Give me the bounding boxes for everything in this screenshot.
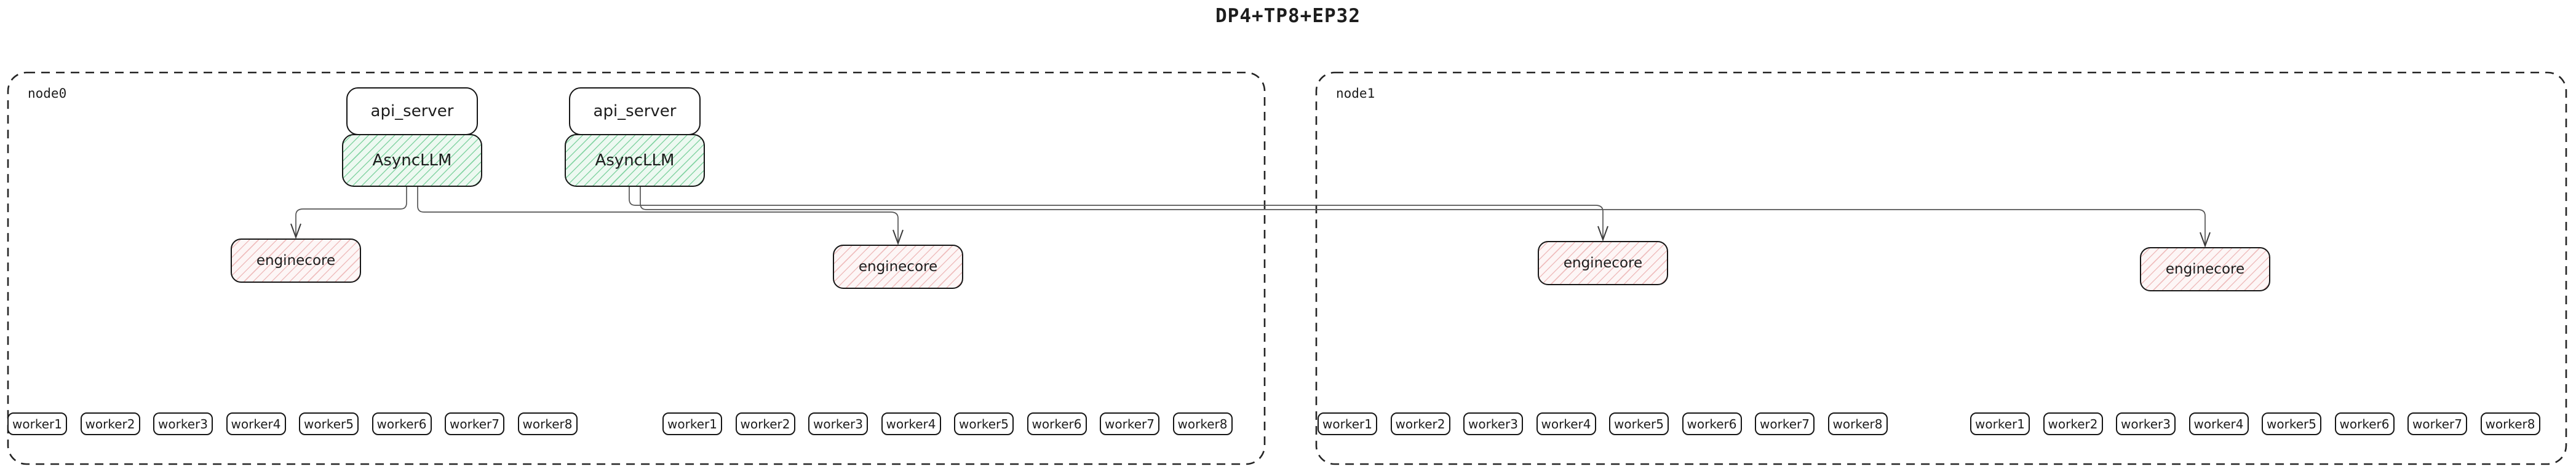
worker-box: worker1 (1318, 412, 1377, 435)
worker-box: worker3 (808, 412, 868, 435)
worker-box: worker3 (153, 412, 213, 435)
node0-label: node0 (28, 86, 67, 101)
edge-line (640, 186, 2206, 245)
worker-box: worker2 (80, 412, 140, 435)
api-server-box: api_server (569, 87, 701, 135)
asyncllm-box: AsyncLLM (342, 134, 482, 187)
worker-box: worker2 (2043, 412, 2103, 435)
worker-box: worker8 (1172, 412, 1233, 435)
worker-box: worker4 (1536, 412, 1596, 435)
arrow-head-icon (1597, 226, 1608, 242)
enginecore-box: enginecore (231, 238, 361, 283)
api-server-box: api_server (346, 87, 478, 135)
worker-box: worker6 (1682, 412, 1742, 435)
asyncllm-box: AsyncLLM (565, 134, 705, 187)
diagram-title: DP4+TP8+EP32 (1215, 5, 1361, 27)
worker-box: worker7 (1100, 412, 1159, 435)
worker-box: worker3 (2116, 412, 2176, 435)
node0-boundary (7, 71, 1266, 465)
arrow-head-icon (2200, 232, 2211, 248)
worker-box: worker5 (954, 412, 1014, 435)
worker-box: worker6 (2334, 412, 2395, 435)
worker-box: worker6 (1027, 412, 1087, 435)
arrow-head-icon (290, 223, 301, 239)
worker-box: worker4 (2188, 412, 2249, 435)
worker-box: worker8 (2480, 412, 2540, 435)
worker-box: worker8 (517, 412, 578, 435)
worker-box: worker5 (1609, 412, 1669, 435)
node1-label: node1 (1336, 86, 1375, 101)
worker-box: worker1 (7, 412, 67, 435)
worker-box: worker8 (1827, 412, 1888, 435)
arrow-head-icon (892, 229, 904, 245)
enginecore-box: enginecore (833, 245, 963, 289)
edge-line (295, 186, 407, 237)
worker-box: worker5 (299, 412, 359, 435)
worker-box: worker1 (662, 412, 722, 435)
enginecore-box: enginecore (1538, 241, 1668, 285)
worker-box: worker6 (372, 412, 432, 435)
worker-box: worker7 (445, 412, 504, 435)
worker-box: worker5 (2262, 412, 2321, 435)
edge-line (417, 186, 899, 243)
worker-box: worker7 (1755, 412, 1815, 435)
worker-box: worker7 (2407, 412, 2467, 435)
worker-box: worker3 (1463, 412, 1523, 435)
edge-line (629, 186, 1604, 239)
node1-boundary (1315, 71, 2567, 465)
worker-box: worker1 (1970, 412, 2030, 435)
enginecore-box: enginecore (2140, 247, 2270, 291)
worker-box: worker2 (735, 412, 795, 435)
worker-box: worker2 (1390, 412, 1450, 435)
worker-box: worker4 (881, 412, 941, 435)
worker-box: worker4 (226, 412, 286, 435)
